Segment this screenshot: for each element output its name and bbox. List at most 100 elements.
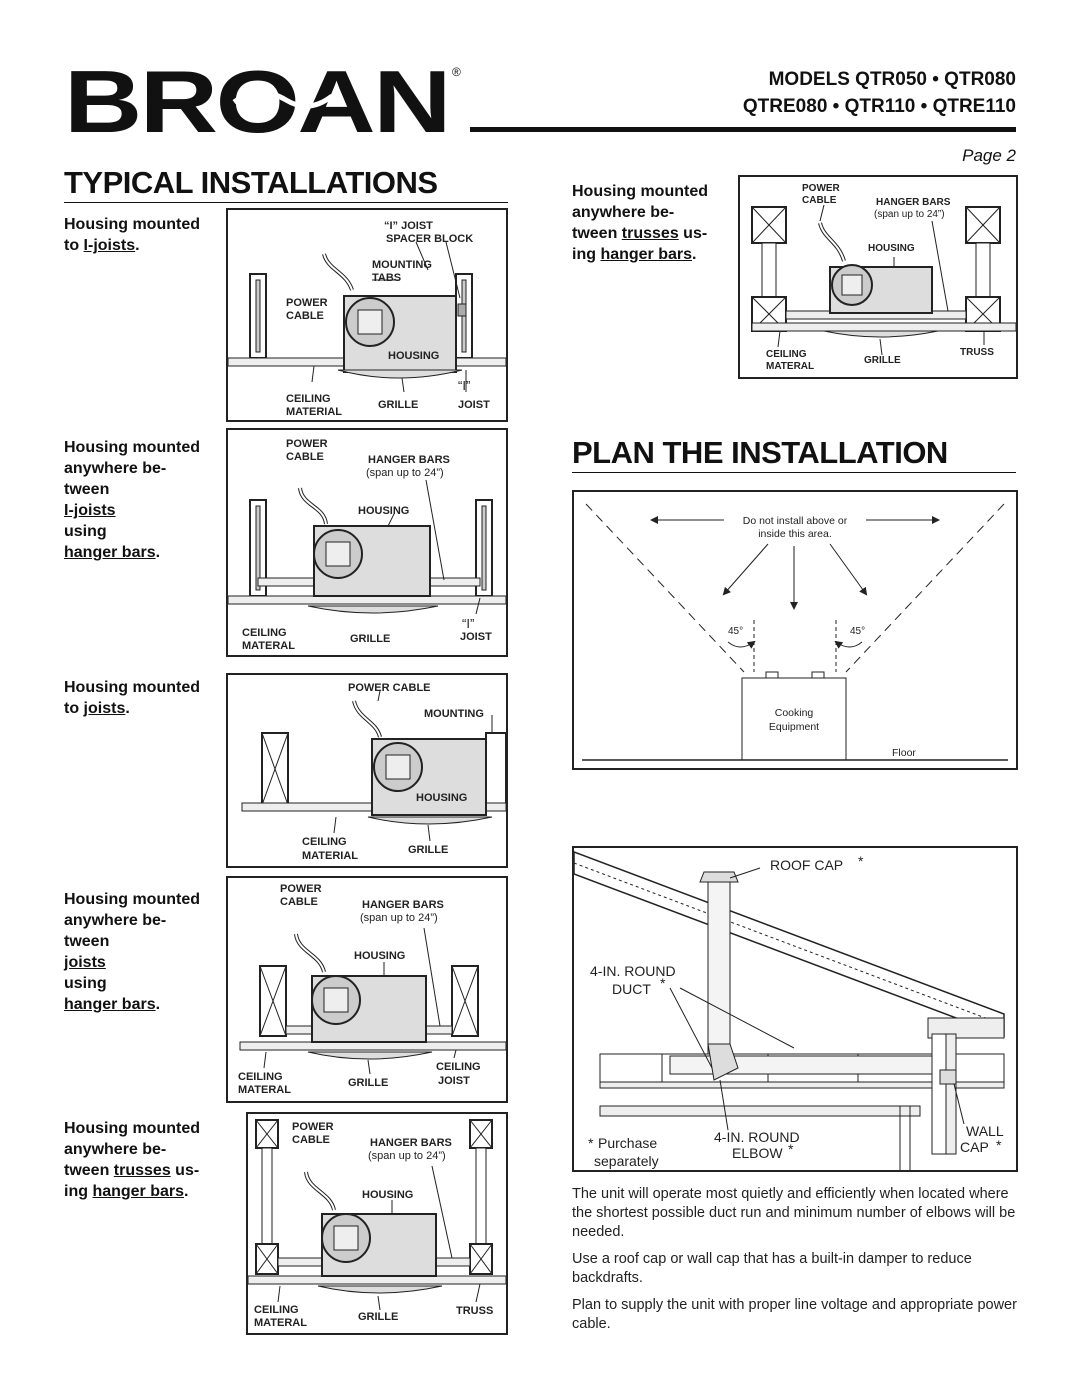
ducting-diagram: ROOF CAP * 4-IN. ROUND DUCT * * Purchase… <box>572 846 1018 1172</box>
label-hanger-bars: HANGER BARS <box>362 899 444 911</box>
label-housing: HOUSING <box>354 950 405 962</box>
label-hanger-bars: HANGER BARS <box>368 454 450 466</box>
caption-between-joists: Housing mounted anywhere be- tween joist… <box>64 889 200 1015</box>
label-mounting: MOUNTING <box>424 708 484 720</box>
label-power: POWER <box>286 297 328 309</box>
label-joist: JOIST <box>460 631 492 643</box>
caption-line: tween trusses us- <box>572 225 708 242</box>
caption-line: Housing mounted <box>64 891 200 908</box>
label-span: (span up to 24”) <box>368 1150 446 1162</box>
models-line-1: MODELS QTR050 • QTR080 <box>768 69 1016 90</box>
label-cable: CABLE <box>802 195 837 206</box>
typical-installations-heading: TYPICAL INSTALLATIONS <box>64 165 438 200</box>
label-housing: HOUSING <box>362 1189 413 1201</box>
left-heading-rule <box>64 202 508 203</box>
caption-line: Housing mounted <box>64 679 200 696</box>
caption-i-joists: Housing mounted to I-joists. <box>64 214 200 256</box>
label-ceiling-2: CEILING <box>436 1061 481 1073</box>
caption-line: using <box>64 975 107 992</box>
duct-label-line-2: DUCT <box>612 981 651 997</box>
header-rule <box>470 127 1016 132</box>
caption-line: tween <box>64 481 110 498</box>
label-joist: JOIST <box>438 1075 470 1087</box>
label-power-cable: POWER CABLE <box>348 682 431 694</box>
caption-line: anywhere be- <box>64 912 167 929</box>
label-spacer-block: SPACER BLOCK <box>386 233 473 245</box>
label-span: (span up to 24”) <box>874 209 945 220</box>
label-power: POWER <box>802 183 841 194</box>
caption-line: using <box>64 523 107 540</box>
angle-left-label: 45° <box>728 626 743 637</box>
label-material: MATERAL <box>242 640 295 652</box>
label-grille: GRILLE <box>378 399 418 411</box>
label-power: POWER <box>292 1121 334 1133</box>
caption-line: Housing mounted <box>64 216 200 233</box>
caption-line: hanger bars. <box>64 996 161 1013</box>
figure-between-trusses-left: POWER CABLE HANGER BARS (span up to 24”)… <box>246 1112 508 1335</box>
label-ceiling: CEILING <box>766 349 807 360</box>
label-housing: HOUSING <box>416 792 467 804</box>
purchase-asterisk: * <box>588 1135 594 1151</box>
caption-line: Housing mounted <box>64 439 200 456</box>
floor-label: Floor <box>892 747 916 759</box>
brand-wordmark: BROAN <box>64 62 449 138</box>
label-hanger-bars: HANGER BARS <box>370 1137 452 1149</box>
wall-cap-asterisk: * <box>996 1137 1002 1153</box>
right-heading-rule <box>572 472 1016 473</box>
label-ceiling: CEILING <box>286 393 331 405</box>
elbow-asterisk: * <box>788 1141 794 1157</box>
label-cable: CABLE <box>286 310 324 322</box>
registered-mark: ® <box>452 65 461 79</box>
cooking-clearance-diagram: Do not install above or inside this area… <box>572 490 1018 770</box>
caption-joists: Housing mounted to joists. <box>64 677 200 719</box>
figure-joists: POWER CABLE MOUNTING HOUSING CEILING MAT… <box>226 673 508 868</box>
label-grille: GRILLE <box>408 844 448 856</box>
caption-line: ing hanger bars. <box>64 1183 189 1200</box>
label-grille: GRILLE <box>348 1077 388 1089</box>
label-grille: GRILLE <box>350 633 390 645</box>
label-cable: CABLE <box>286 451 324 463</box>
duct-asterisk: * <box>660 975 666 991</box>
label-cable: CABLE <box>280 896 318 908</box>
paragraph-duct-run: The unit will operate most quietly and e… <box>572 1186 1016 1240</box>
label-material: MATERIAL <box>286 406 342 418</box>
label-housing: HOUSING <box>868 243 915 254</box>
figure-i-joists: “I” JOIST SPACER BLOCK MOUNTING TABS POW… <box>226 208 508 422</box>
caption-line: anywhere be- <box>64 460 167 477</box>
label-ceiling: CEILING <box>302 836 347 848</box>
caption-line: anywhere be- <box>64 1141 167 1158</box>
label-i-joist: “I” JOIST <box>384 220 433 232</box>
roof-cap-asterisk: * <box>858 853 864 869</box>
label-cable: CABLE <box>292 1134 330 1146</box>
caption-line: Housing mounted <box>572 183 708 200</box>
plan-installation-heading: PLAN THE INSTALLATION <box>572 435 948 470</box>
warning-text-line-2: inside this area. <box>758 528 832 540</box>
label-housing: HOUSING <box>358 505 409 517</box>
purchase-label-line-1: Purchase <box>598 1135 657 1151</box>
label-power: POWER <box>286 438 328 450</box>
label-i-mark: “I” <box>462 616 474 631</box>
elbow-label-line-1: 4-IN. ROUND <box>714 1129 800 1145</box>
label-material: MATERAL <box>238 1084 291 1096</box>
caption-line: tween <box>64 933 110 950</box>
caption-line: to I-joists. <box>64 237 140 254</box>
equipment-label-line-2: Equipment <box>769 721 819 733</box>
purchase-label-line-2: separately <box>594 1153 659 1169</box>
label-material: MATERIAL <box>302 850 358 862</box>
caption-between-trusses: Housing mounted anywhere be- tween truss… <box>64 1118 200 1202</box>
caption-line: ing hanger bars. <box>572 246 697 263</box>
page-number: Page 2 <box>962 146 1016 165</box>
label-hanger-bars: HANGER BARS <box>876 197 951 208</box>
caption-line: tween trusses us- <box>64 1162 200 1179</box>
label-span: (span up to 24”) <box>366 467 444 479</box>
duct-label-line-1: 4-IN. ROUND <box>590 963 676 979</box>
label-span: (span up to 24”) <box>360 912 438 924</box>
label-tabs: TABS <box>372 272 401 284</box>
label-mounting: MOUNTING <box>372 259 432 271</box>
label-truss: TRUSS <box>960 347 994 358</box>
label-grille: GRILLE <box>358 1311 398 1323</box>
plan-paragraphs: The unit will operate most quietly and e… <box>572 1185 1018 1334</box>
warning-text-line-1: Do not install above or <box>743 515 848 527</box>
caption-line: Housing mounted <box>64 1120 200 1137</box>
label-grille: GRILLE <box>864 355 901 366</box>
